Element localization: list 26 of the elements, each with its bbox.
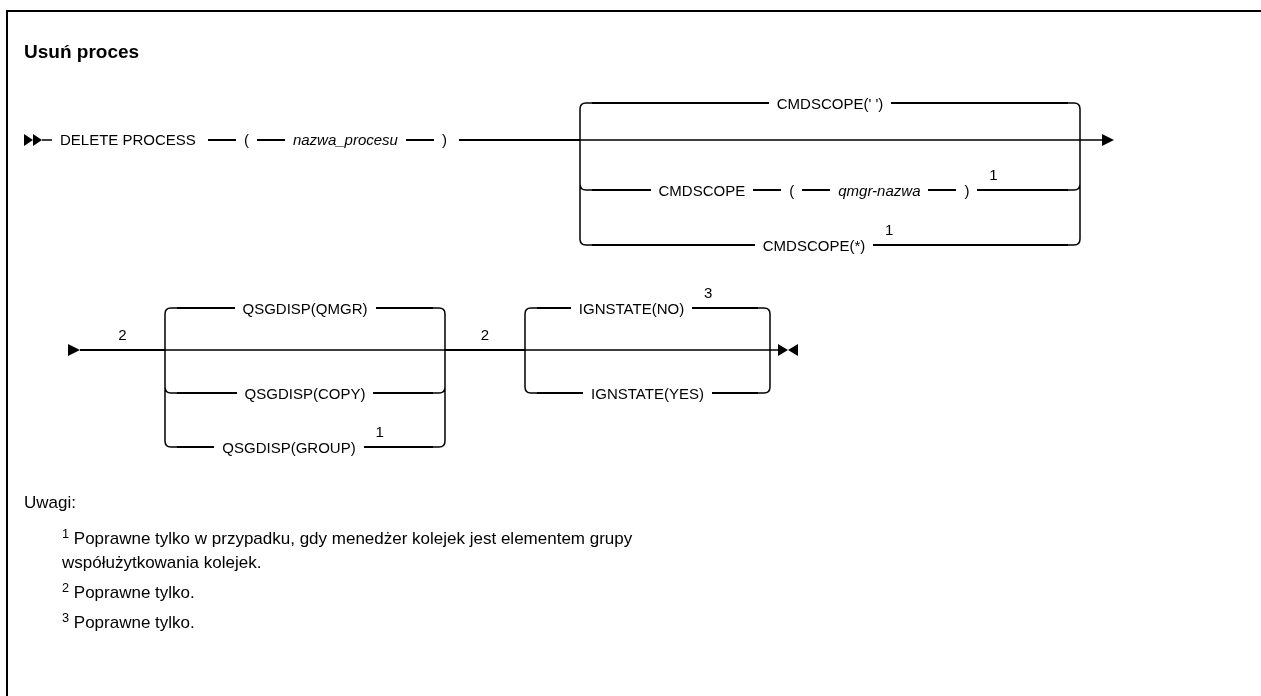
footnote-ref: 1 bbox=[885, 222, 894, 237]
parenthesis: ( bbox=[243, 131, 249, 148]
variable-name: qmgr-nazwa bbox=[838, 182, 921, 198]
syntax-keyword: CMDSCOPE(' ') bbox=[776, 95, 884, 111]
footnote-ref: 2 bbox=[480, 327, 490, 342]
syntax-keyword: CMDSCOPE bbox=[658, 182, 746, 198]
syntax-keyword: DELETE PROCESS bbox=[60, 131, 196, 148]
parenthesis: ) bbox=[441, 131, 447, 148]
notes-heading: Uwagi: bbox=[24, 493, 76, 512]
footnote-ref: 1 bbox=[375, 424, 384, 439]
footnote: $^{2}$ Poprawne tylko. bbox=[62, 581, 196, 604]
syntax-keyword: IGNSTATE(YES) bbox=[591, 385, 704, 401]
syntax-keyword: CMDSCOPE(*) bbox=[762, 237, 866, 253]
parenthesis: ( bbox=[789, 182, 795, 198]
footnote-ref: 2 bbox=[118, 327, 127, 342]
syntax-keyword: IGNSTATE(NO) bbox=[578, 300, 685, 316]
footnote-ref: 3 bbox=[703, 285, 713, 300]
syntax-keyword: QSGDISP(GROUP) bbox=[222, 439, 356, 455]
syntax-keyword: QSGDISP(QMGR) bbox=[242, 300, 368, 316]
variable-name: nazwa_procesu bbox=[292, 131, 398, 148]
footnote: $^{1}$ Poprawne tylko w przypadku, gdy menedżer kolejek jest elementem grupy współużytkowania kolejek. bbox=[62, 527, 634, 574]
parenthesis: ) bbox=[964, 182, 970, 198]
footnote: $^{3}$ Poprawne tylko. bbox=[62, 611, 196, 634]
syntax-keyword: QSGDISP(COPY) bbox=[244, 385, 366, 401]
footnote-ref: 1 bbox=[989, 167, 998, 182]
diagram-title: Usuń proces bbox=[24, 42, 140, 61]
